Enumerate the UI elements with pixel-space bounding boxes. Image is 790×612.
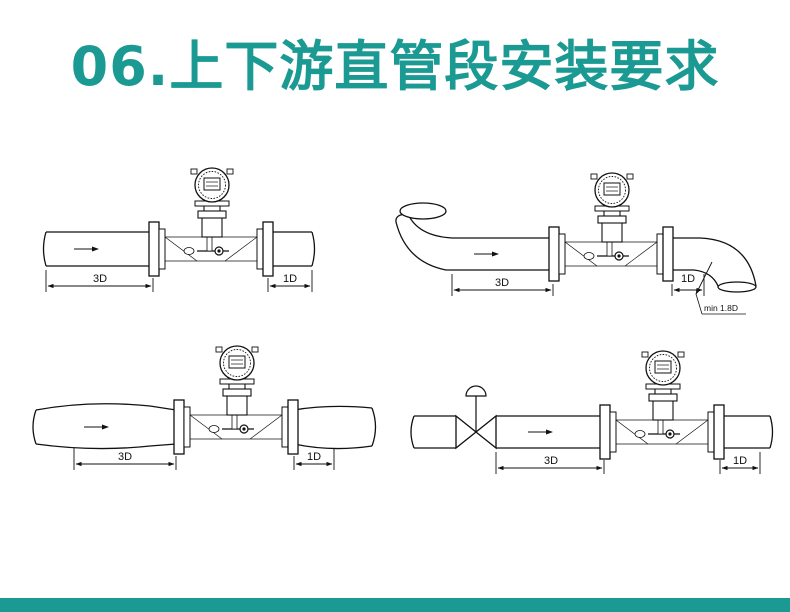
diagram-straight-pipe: 3D 1D bbox=[42, 167, 316, 292]
footer-accent-bar bbox=[0, 598, 790, 612]
page-title: 06.上下游直管段安装要求 bbox=[70, 35, 720, 98]
upstream-3d-label: 3D bbox=[118, 451, 132, 463]
upstream-3d-label: 3D bbox=[544, 455, 558, 467]
downstream-1d-label: 1D bbox=[307, 451, 321, 463]
upstream-3d-label: 3D bbox=[93, 273, 107, 285]
diagram-valve-pipe: 3D 1D bbox=[410, 350, 774, 474]
downstream-1d-label: 1D bbox=[681, 273, 695, 285]
diagram-elbow-pipe: 3D 1D min 1.8D bbox=[395, 172, 757, 315]
diagram-reducer-pipe: 3D 1D bbox=[32, 345, 377, 470]
min-radius-note: min 1.8D bbox=[704, 303, 738, 313]
downstream-1d-label: 1D bbox=[283, 273, 297, 285]
upstream-3d-label: 3D bbox=[495, 277, 509, 289]
downstream-1d-label: 1D bbox=[733, 455, 747, 467]
